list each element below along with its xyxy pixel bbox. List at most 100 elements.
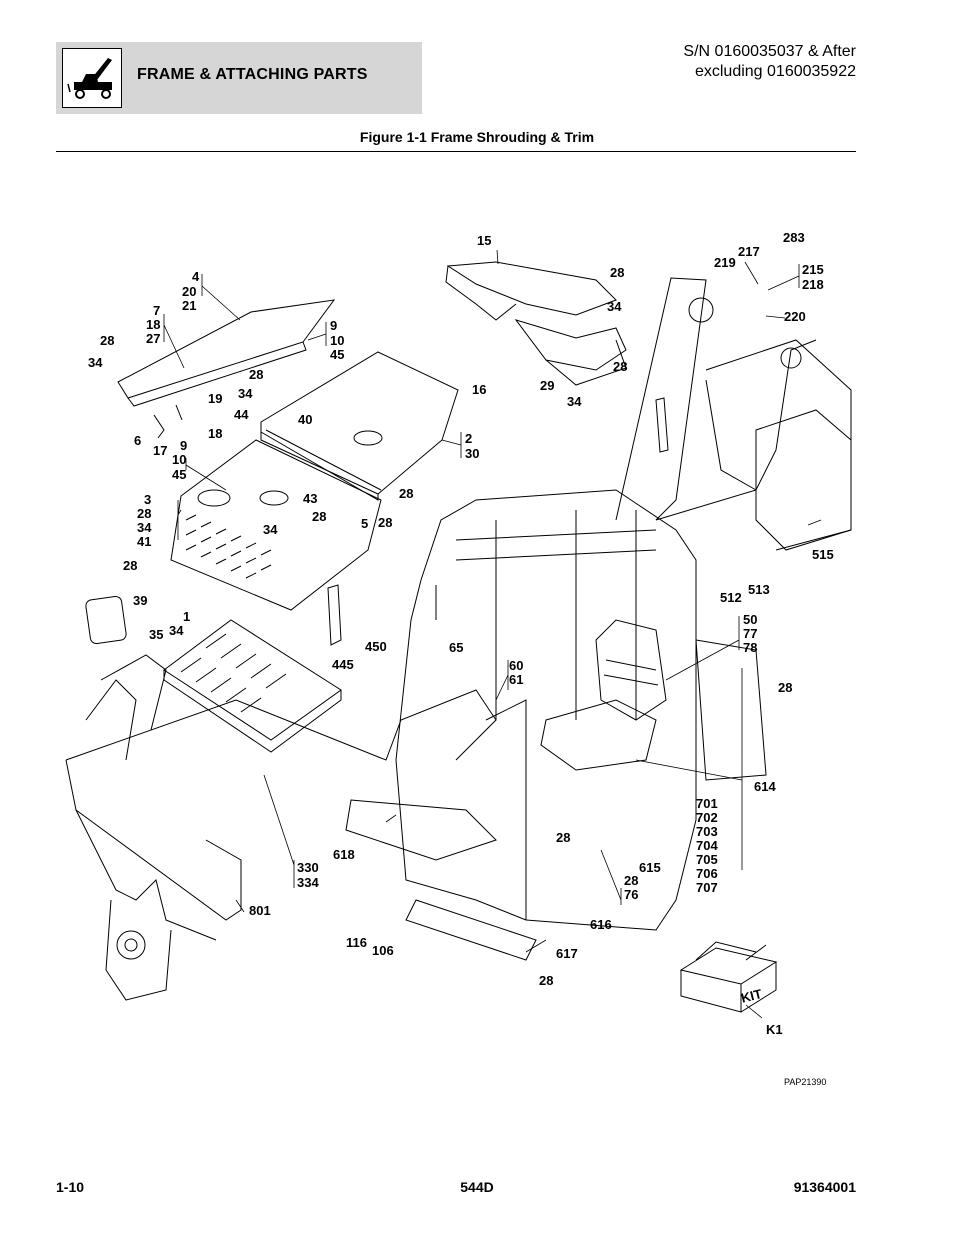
callout-7: 7 bbox=[153, 303, 160, 318]
callout-34: 34 bbox=[169, 623, 184, 638]
exploded-parts-diagram: 15 28 34 28 29 34 217 219 283 215 218 22… bbox=[65, 230, 852, 1037]
callout-219: 219 bbox=[714, 255, 736, 270]
callout-515: 515 bbox=[812, 547, 834, 562]
telehandler-icon bbox=[62, 48, 122, 108]
figure-title: Figure 1-1 Frame Shrouding & Trim bbox=[359, 129, 595, 145]
callout-215: 215 bbox=[802, 262, 824, 277]
callout-28: 28 bbox=[137, 506, 151, 521]
callout-30: 30 bbox=[465, 446, 479, 461]
manual-number: 91364001 bbox=[793, 1179, 856, 1195]
callout-28: 28 bbox=[539, 973, 553, 988]
callout-617: 617 bbox=[556, 946, 578, 961]
callout-19: 19 bbox=[208, 391, 222, 406]
callout-27: 27 bbox=[146, 331, 160, 346]
diagram-artwork bbox=[65, 261, 852, 1013]
callout-707: 707 bbox=[696, 880, 718, 895]
callout-78: 78 bbox=[743, 640, 757, 655]
callout-218: 218 bbox=[802, 277, 824, 292]
callout-65: 65 bbox=[449, 640, 463, 655]
callout-3: 3 bbox=[144, 492, 151, 507]
kit-box bbox=[679, 941, 778, 1013]
callout-513: 513 bbox=[748, 582, 770, 597]
callout-706: 706 bbox=[696, 866, 718, 881]
serial-range: S/N 0160035037 & After excluding 0160035… bbox=[683, 42, 856, 82]
callout-34: 34 bbox=[238, 386, 253, 401]
page-number: 1-10 bbox=[56, 1179, 85, 1195]
callout-76: 76 bbox=[624, 887, 638, 902]
callout-28: 28 bbox=[778, 680, 792, 695]
callout-705: 705 bbox=[696, 852, 718, 867]
callout-34: 34 bbox=[137, 520, 152, 535]
callout-334: 334 bbox=[297, 875, 319, 890]
callout-28: 28 bbox=[399, 486, 413, 501]
callout-29: 29 bbox=[540, 378, 554, 393]
kit-label: KIT bbox=[739, 986, 763, 1006]
callout-21: 21 bbox=[182, 298, 196, 313]
callout-34: 34 bbox=[263, 522, 278, 537]
callout-614: 614 bbox=[754, 779, 776, 794]
callout-5: 5 bbox=[361, 516, 368, 531]
callout-28: 28 bbox=[556, 830, 570, 845]
callout-4: 4 bbox=[192, 269, 200, 284]
callout-1: 1 bbox=[183, 609, 190, 624]
section-header-box: FRAME & ATTACHING PARTS bbox=[56, 42, 422, 114]
callout-45: 45 bbox=[330, 347, 344, 362]
section-title: FRAME & ATTACHING PARTS bbox=[137, 66, 368, 83]
callout-40: 40 bbox=[298, 412, 312, 427]
callout-34: 34 bbox=[88, 355, 103, 370]
callout-702: 702 bbox=[696, 810, 718, 825]
model-number: 544D bbox=[460, 1179, 494, 1195]
callout-34: 34 bbox=[567, 394, 582, 409]
figure-reference-code: PAP21390 bbox=[784, 1077, 827, 1087]
callout-445: 445 bbox=[332, 657, 354, 672]
callout-17: 17 bbox=[153, 443, 167, 458]
callout-701: 701 bbox=[696, 796, 718, 811]
callout-60: 60 bbox=[509, 658, 523, 673]
leader-lines bbox=[163, 249, 822, 1019]
callout-10: 10 bbox=[172, 452, 186, 467]
callout-618: 618 bbox=[333, 847, 355, 862]
callout-703: 703 bbox=[696, 824, 718, 839]
callout-704: 704 bbox=[696, 838, 718, 853]
callout-28: 28 bbox=[378, 515, 392, 530]
callout-50: 50 bbox=[743, 612, 757, 627]
callouts: 15 28 34 28 29 34 217 219 283 215 218 22… bbox=[88, 230, 834, 1037]
callout-61: 61 bbox=[509, 672, 523, 687]
callout-106: 106 bbox=[372, 943, 394, 958]
callout-512: 512 bbox=[720, 590, 742, 605]
callout-34: 34 bbox=[607, 299, 622, 314]
callout-20: 20 bbox=[182, 284, 196, 299]
callout-18: 18 bbox=[146, 317, 160, 332]
callout-41: 41 bbox=[137, 534, 151, 549]
callout-2: 2 bbox=[465, 431, 472, 446]
callout-28: 28 bbox=[100, 333, 114, 348]
callout-28: 28 bbox=[249, 367, 263, 382]
callout-28: 28 bbox=[613, 359, 627, 374]
callout-28: 28 bbox=[123, 558, 137, 573]
callout-28: 28 bbox=[624, 873, 638, 888]
callout-283: 283 bbox=[783, 230, 805, 245]
callout-615: 615 bbox=[639, 860, 661, 875]
header-rule bbox=[56, 151, 856, 152]
callout-28: 28 bbox=[312, 509, 326, 524]
serial-line-2: excluding 0160035922 bbox=[694, 63, 856, 80]
callout-18: 18 bbox=[208, 426, 222, 441]
callout-44: 44 bbox=[234, 407, 249, 422]
callout-616: 616 bbox=[590, 917, 612, 932]
callout-43: 43 bbox=[303, 491, 317, 506]
callout-330: 330 bbox=[297, 860, 319, 875]
callout-77: 77 bbox=[743, 626, 757, 641]
serial-line-1: S/N 0160035037 & After bbox=[683, 43, 856, 60]
callout-28: 28 bbox=[610, 265, 624, 280]
callout-217: 217 bbox=[738, 244, 760, 259]
callout-9: 9 bbox=[180, 438, 187, 453]
callout-6: 6 bbox=[134, 433, 141, 448]
callout-9: 9 bbox=[330, 318, 337, 333]
callout-801: 801 bbox=[249, 903, 271, 918]
callout-45: 45 bbox=[172, 467, 186, 482]
callout-15: 15 bbox=[477, 233, 491, 248]
callout-220: 220 bbox=[784, 309, 806, 324]
callout-k1: K1 bbox=[766, 1022, 783, 1037]
callout-10: 10 bbox=[330, 333, 344, 348]
callout-39: 39 bbox=[133, 593, 147, 608]
